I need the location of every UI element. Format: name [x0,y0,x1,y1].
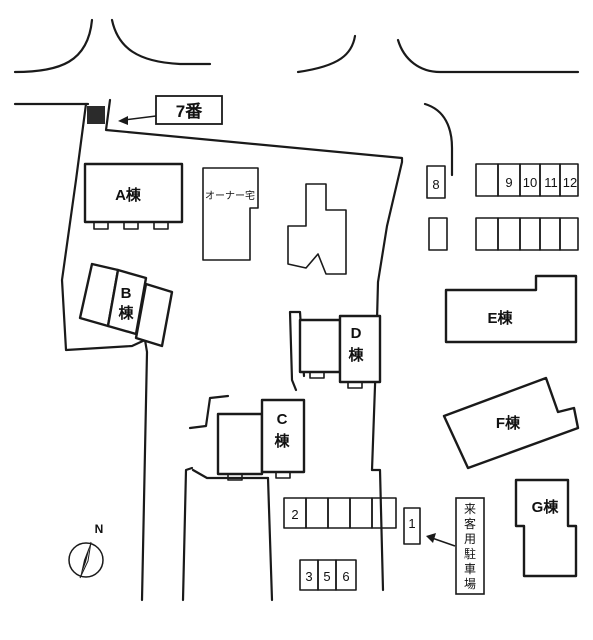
owner-house-outline [202,167,259,261]
compass-north-label: N [95,522,104,536]
parking-space-row2-2 [497,217,521,251]
building-g: G棟 [514,478,578,578]
compass-needle-edge [79,541,92,579]
parking-space-8-lower [428,217,448,251]
parking-space-row2-4 [539,217,561,251]
parking-label-3: 3 [305,569,312,584]
visitor-parking-label-box [455,497,485,595]
building-b-unit-3 [134,282,174,348]
parking-space-s5 [371,497,397,529]
building-b-label-kanji: 棟 [118,304,134,322]
road-edge-n [110,18,212,66]
parking-space-row2-3 [519,217,541,251]
parking-label-10: 10 [523,175,537,190]
parking-south: 2 1 3 5 6 [283,497,421,591]
inner-path-south [191,468,270,480]
visitor-parking-char-6: 場 [464,577,476,591]
building-c: C 棟 [216,398,306,481]
owner-house: オーナー宅 [202,167,259,261]
building-d-unit-2 [338,314,382,384]
building-d-step-2 [347,381,363,389]
parking-label-1: 1 [408,516,415,531]
road-edge-nw [13,18,94,74]
spot-7-label-box [155,95,223,125]
parking-space-s2 [305,497,329,529]
visitor-parking-callout: 来 客 用 駐 車 場 [426,497,485,595]
boundary-west [60,102,149,602]
parking-label-6: 6 [342,569,349,584]
parking-space-row2-5 [559,217,579,251]
spot-7-label: 7番 [176,102,203,121]
inner-path-west [181,466,194,602]
spot-7-arrow-head [118,116,128,125]
inner-path-middle [266,476,274,602]
building-e: E棟 [444,274,578,344]
building-c-unit-1 [216,412,264,476]
visitor-parking-char-5: 車 [464,562,476,576]
building-d-step-1 [309,371,325,379]
north-compass-icon: N [68,522,104,579]
building-d-label-letter: D [351,325,362,342]
parking-space-6 [335,559,357,591]
visitor-parking-arrow-head [426,533,436,543]
building-a-step-2 [123,221,139,230]
parking-space-1 [403,507,421,545]
building-d-label-kanji: 棟 [348,346,364,364]
owner-house-label: オーナー宅 [205,189,255,202]
roads [13,18,580,177]
visitor-parking-arrow-line [431,537,456,547]
parking-label-11: 11 [544,175,558,190]
parking-space-row2-1 [475,217,499,251]
building-d: D 棟 [298,314,382,389]
parking-label-12: 12 [563,175,577,190]
compass-needle [80,542,91,578]
parking-label-9: 9 [505,175,512,190]
building-a: A棟 [83,162,184,230]
visitor-parking-char-2: 客 [464,516,476,531]
road-edge-east [423,102,454,177]
building-a-step-3 [153,221,169,230]
building-f: F棟 [442,376,580,470]
building-c-step-2 [275,471,291,479]
parking-east: 8 9 10 11 12 [426,163,579,251]
visitor-parking-char-4: 駐 [464,546,476,561]
compass-ring [68,542,104,578]
building-g-outline [514,478,578,578]
building-c-label-letter: C [277,411,288,428]
building-e-outline [444,274,578,344]
spot-7-arrow-line [123,115,157,121]
road-edge-center [296,34,357,74]
spot-7-marker [87,106,105,124]
building-b: B 棟 [78,262,174,348]
building-c-label-kanji: 棟 [274,432,290,450]
building-a-step-1 [93,221,109,230]
building-d-unit-1 [298,318,342,374]
parking-label-2: 2 [291,507,298,522]
parking-space-12 [559,163,579,197]
building-b-label-letter: B [121,285,132,302]
parking-space-s4 [349,497,373,529]
annex-building [287,183,347,275]
parking-space-s3 [327,497,351,529]
visitor-parking-char-3: 用 [464,532,476,546]
building-g-label: G棟 [532,498,560,516]
building-f-outline [442,376,580,470]
building-a-label: A棟 [115,186,142,204]
parking-label-5: 5 [323,569,330,584]
building-c-step-1 [227,473,243,481]
road-edge-ne [396,38,580,74]
spot-7-callout: 7番 [118,95,223,125]
visitor-parking-char-1: 来 [464,502,476,516]
boundary-parking-east [370,468,385,592]
building-f-label: F棟 [496,414,521,432]
parking-space-8 [426,165,446,199]
parking-label-8: 8 [432,177,439,192]
building-e-label: E棟 [487,309,513,327]
parking-space-blank-1 [475,163,499,197]
walkway-c [188,394,230,430]
